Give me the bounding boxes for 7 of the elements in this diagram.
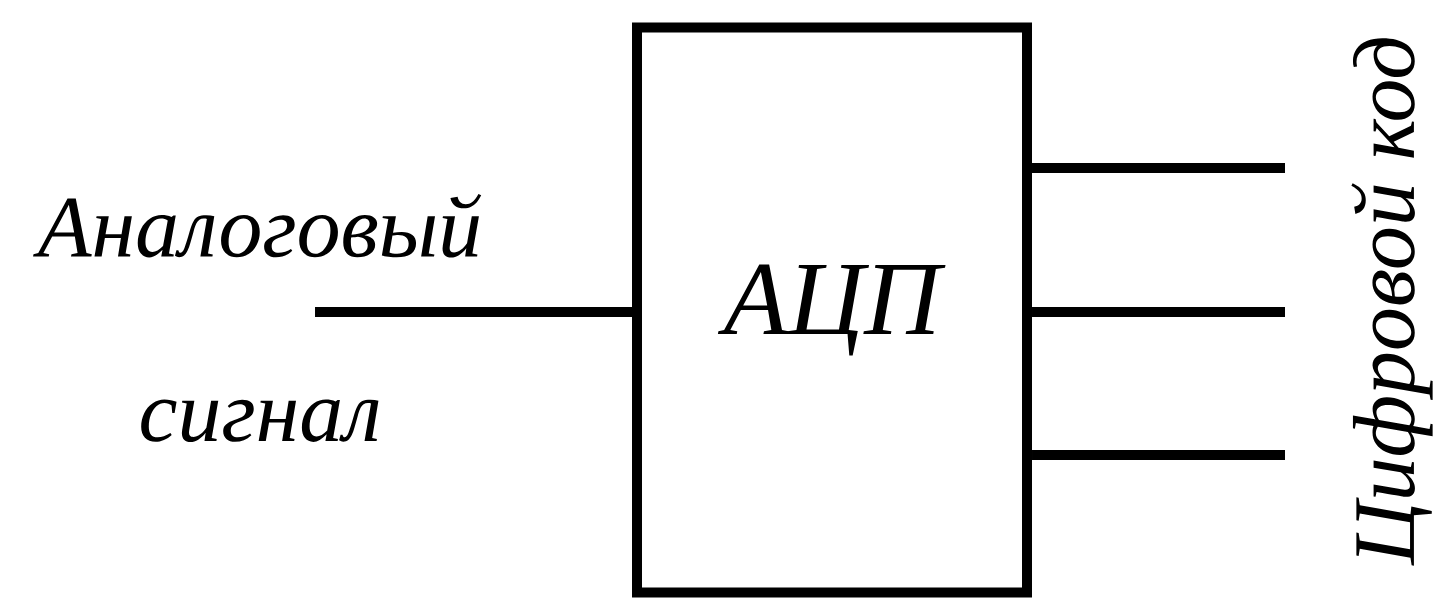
block-box: АЦП xyxy=(632,22,1032,598)
signal-line xyxy=(1032,163,1285,173)
signal-line xyxy=(1032,450,1285,460)
input-label: Аналоговый сигнал xyxy=(33,193,482,442)
signal-line xyxy=(315,307,632,317)
signal-line xyxy=(1032,307,1285,317)
output-label: Цифровой код xyxy=(1351,38,1433,566)
